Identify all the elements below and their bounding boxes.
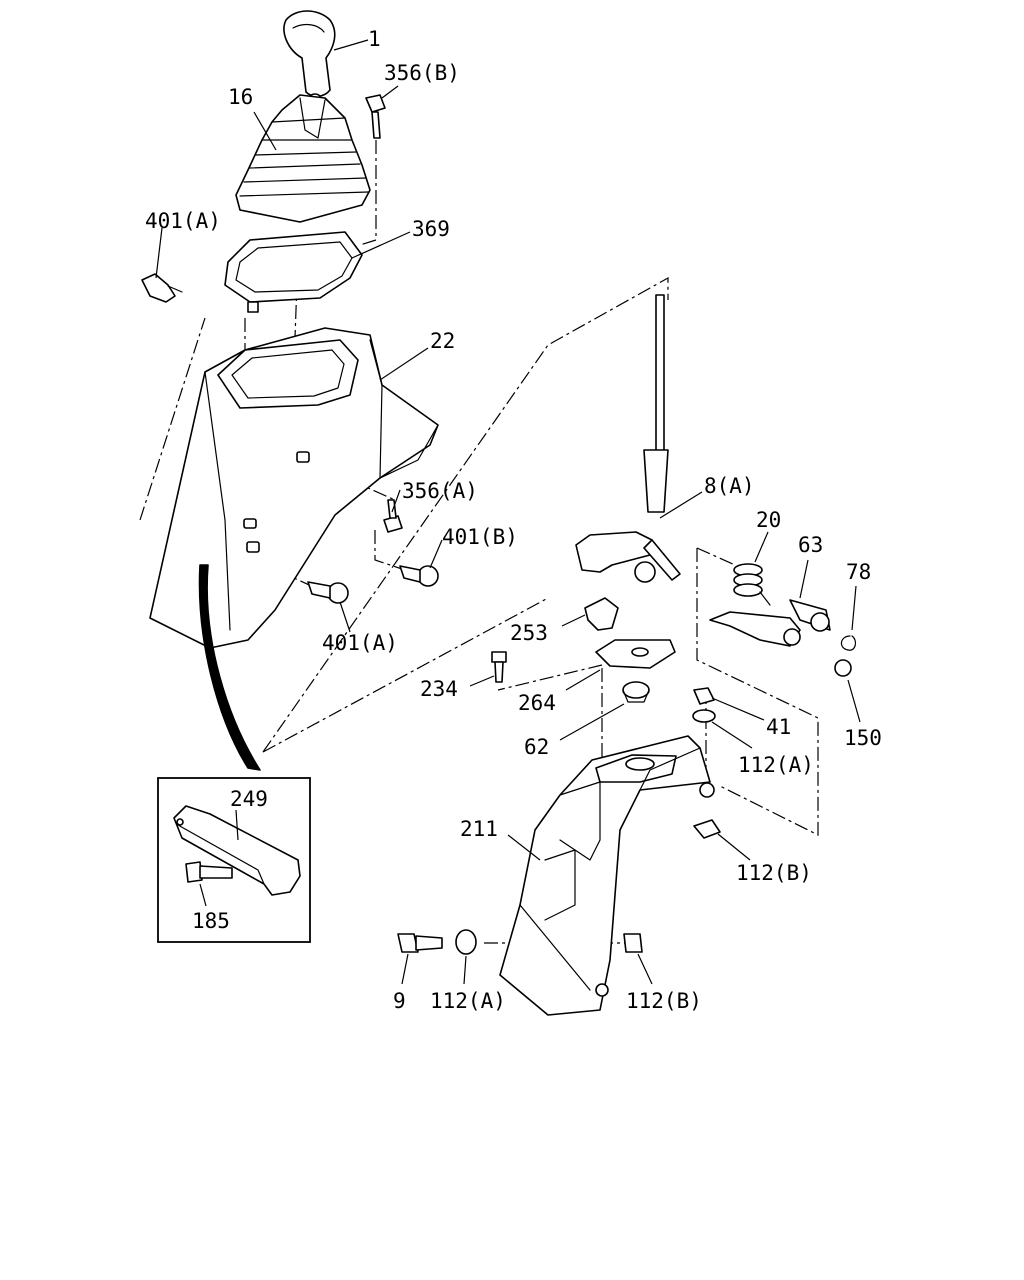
push-rivet	[141, 273, 183, 303]
callout-22: 22	[430, 329, 455, 353]
leader-lines	[155, 39, 861, 985]
callout-112a-bottom: 112(A)	[430, 989, 506, 1013]
callout-8a: 8(A)	[704, 474, 755, 498]
callout-1: 1	[368, 27, 381, 51]
callout-9: 9	[393, 989, 406, 1013]
callout-78: 78	[846, 560, 871, 584]
bracket	[499, 735, 715, 1016]
callout-401b: 401(B)	[442, 525, 518, 549]
shift-boot	[235, 94, 371, 223]
callout-185: 185	[192, 909, 230, 933]
callout-112b-right: 112(B)	[736, 861, 812, 885]
callout-16: 16	[228, 85, 253, 109]
shift-lever	[575, 294, 681, 583]
bolt	[397, 933, 443, 953]
callout-401a-mid: 401(A)	[322, 631, 398, 655]
callout-20: 20	[756, 508, 781, 532]
callout-234: 234	[420, 677, 458, 701]
callout-264: 264	[518, 691, 556, 715]
bushing	[693, 819, 721, 839]
clip	[307, 581, 349, 604]
select-lever	[709, 599, 831, 647]
grommet	[622, 681, 650, 703]
washer	[692, 709, 716, 723]
shift-knob	[283, 10, 336, 101]
bushing	[584, 597, 619, 631]
nut	[693, 687, 715, 705]
cap	[834, 659, 852, 677]
callout-356a: 356(A)	[402, 479, 478, 503]
bolt	[365, 94, 386, 139]
callout-62: 62	[524, 735, 549, 759]
callout-112b-bottom: 112(B)	[626, 989, 702, 1013]
clip	[399, 565, 439, 587]
callout-112a-right: 112(A)	[738, 753, 814, 777]
callout-labels: 1 356(B) 16 401(A) 369 22 356(A) 401(B) …	[145, 27, 882, 1013]
washer	[455, 929, 477, 955]
bolt	[383, 499, 403, 533]
boot-retainer-frame	[224, 231, 363, 313]
callout-150: 150	[844, 726, 882, 750]
callout-356b: 356(B)	[384, 61, 460, 85]
callout-401a-top: 401(A)	[145, 209, 221, 233]
callout-249: 249	[230, 787, 268, 811]
callout-211: 211	[460, 817, 498, 841]
plate	[595, 639, 676, 669]
callout-253: 253	[510, 621, 548, 645]
spring	[733, 563, 771, 606]
detail-inset	[157, 777, 311, 943]
callout-63: 63	[798, 533, 823, 557]
console-cover	[149, 327, 439, 771]
bolt	[491, 651, 507, 683]
callout-369: 369	[412, 217, 450, 241]
callout-41: 41	[766, 715, 791, 739]
bushing	[623, 933, 643, 953]
snap-ring	[840, 635, 857, 651]
